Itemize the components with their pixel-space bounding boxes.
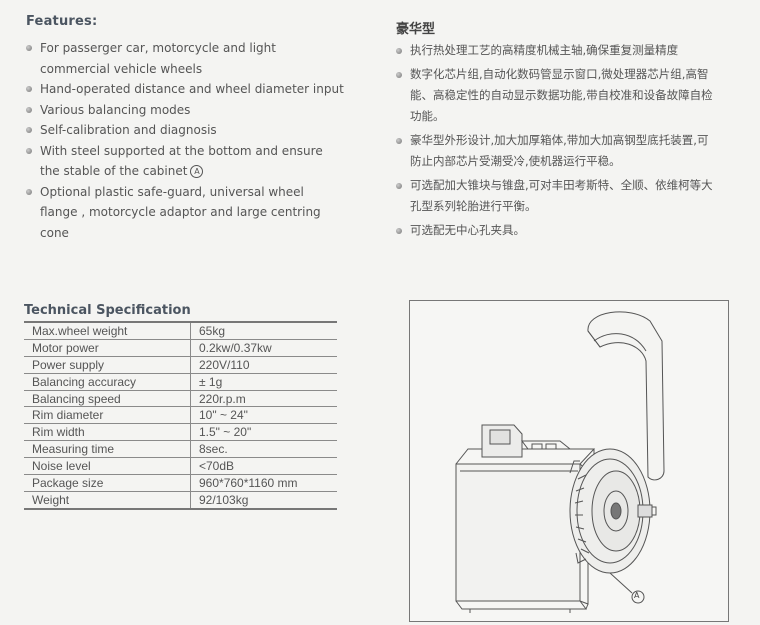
spec-key: Max.wheel weight [24, 320, 191, 340]
spec-value: 220V/110 [190, 356, 337, 374]
bullet-icon [26, 147, 32, 154]
bullet-icon [396, 228, 402, 234]
spec-value: 65kg [190, 320, 337, 340]
circled-a-marker: A [634, 591, 640, 600]
features-title: Features: [26, 14, 98, 29]
cn-feature-item: 可选配加大锥块与锥盘,可对丰田考斯特、全顺、依维柯等大孔型系列轮胎进行平衡。 [396, 175, 714, 217]
bullet-icon [396, 48, 402, 54]
features-list: For passerger car, motorcycle and light … [26, 38, 344, 243]
bullet-icon [396, 183, 402, 189]
spec-key: Balancing accuracy [24, 373, 191, 391]
wheel-balancer-machine-icon [455, 311, 665, 613]
bullet-icon [26, 188, 32, 195]
cn-feature-list: 执行热处理工艺的高精度机械主轴,确保重复测量精度 数字化芯片组,自动化数码管显示… [396, 40, 714, 244]
bullet-icon [26, 45, 32, 51]
spec-key: Package size [24, 474, 191, 492]
spec-key: Rim diameter [24, 406, 191, 425]
spec-key: Power supply [24, 356, 191, 374]
spec-key: Balancing speed [24, 390, 191, 408]
table-row: Balancing accuracy± 1g [24, 373, 337, 391]
spec-key: Measuring time [24, 440, 191, 459]
spec-title: Technical Specification [24, 303, 191, 318]
spec-key: Noise level [24, 457, 191, 476]
spec-key: Rim width [24, 423, 191, 442]
product-illustration: A [409, 300, 729, 622]
cn-feature-item: 可选配无中心孔夹具。 [396, 220, 714, 241]
spec-value: 960*760*1160 mm [190, 474, 337, 492]
cn-title: 豪华型 [396, 22, 436, 37]
feature-item: Hand-operated distance and wheel diamete… [26, 79, 344, 100]
spec-value: 0.2kw/0.37kw [190, 339, 337, 357]
spec-key: Motor power [24, 339, 191, 357]
feature-item: Optional plastic safe-guard, universal w… [26, 182, 344, 244]
cn-feature-item: 数字化芯片组,自动化数码管显示窗口,微处理器芯片组,高智能、高稳定性的自动显示数… [396, 64, 714, 127]
spec-value: 10" ~ 24" [190, 406, 337, 425]
spec-value: ± 1g [190, 373, 337, 391]
bullet-icon [26, 106, 32, 113]
spec-key: Weight [24, 491, 191, 510]
feature-item: With steel supported at the bottom and e… [26, 141, 344, 182]
cn-feature-item: 执行热处理工艺的高精度机械主轴,确保重复测量精度 [396, 40, 714, 61]
spec-value: 8sec. [190, 440, 337, 459]
cn-feature-item: 豪华型外形设计,加大加厚箱体,带加大加高钢型底托装置,可防止内部芯片受潮受冷,使… [396, 130, 714, 172]
feature-item: Self-calibration and diagnosis [26, 120, 344, 141]
spec-value: 1.5" ~ 20" [190, 423, 337, 442]
bullet-icon [26, 127, 32, 133]
spec-value: 92/103kg [190, 491, 337, 510]
feature-item: For passerger car, motorcycle and light … [26, 38, 344, 79]
bullet-icon [396, 138, 402, 144]
bullet-icon [396, 72, 402, 78]
circled-a-marker: A [190, 165, 204, 178]
spec-value: <70dB [190, 457, 337, 476]
feature-item: Various balancing modes [26, 100, 344, 121]
bullet-icon [26, 86, 32, 92]
table-row: Noise level<70dB [24, 457, 337, 476]
spec-value: 220r.p.m [190, 390, 337, 408]
